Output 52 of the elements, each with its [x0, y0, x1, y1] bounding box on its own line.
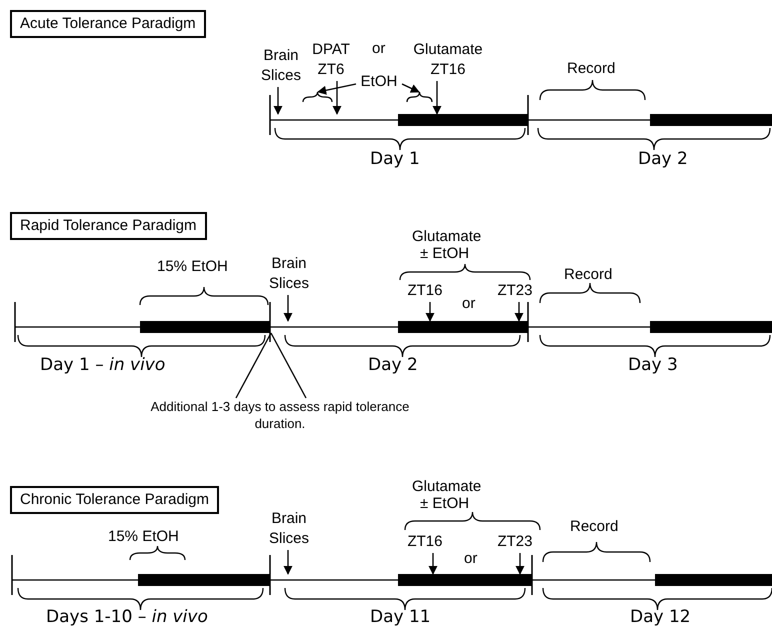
arrow — [332, 81, 342, 115]
alternative-label: or — [462, 295, 476, 313]
arrow — [514, 302, 524, 322]
leader-line — [270, 332, 307, 398]
timeline-bar — [12, 574, 772, 586]
arrow — [402, 83, 420, 93]
phase-label: ± EtOH — [420, 495, 470, 513]
event-label: Brain Slices — [258, 254, 320, 294]
day-label: Day 2 — [368, 356, 418, 374]
arrow — [428, 553, 438, 575]
paradigm-title-box: Acute Tolerance Paradigm — [10, 10, 206, 38]
event-label: Brain Slices — [258, 509, 320, 549]
paradigm-title-box: Rapid Tolerance Paradigm — [10, 212, 206, 240]
event-label: ZT16 — [400, 532, 450, 552]
day-label: Days 1-10 – in vivo — [46, 608, 208, 626]
event-label: Additional 1-3 days to assess rapid tolerance duration. — [150, 398, 410, 432]
curly-brace — [406, 91, 433, 102]
phase-label: Glutamate — [412, 478, 482, 496]
timepoint-label: DPAT ZT6 — [306, 40, 356, 80]
arrow — [432, 81, 442, 115]
day-label: Day 1 – in vivo — [40, 356, 166, 374]
phase-label: 15% EtOH — [108, 528, 179, 546]
leader-line — [235, 332, 272, 398]
day-label: Day 2 — [638, 150, 688, 168]
arrow — [273, 87, 283, 115]
arrow — [283, 550, 293, 575]
phase-label: Record — [570, 518, 618, 536]
arrow — [425, 302, 435, 322]
paradigm-title-box: Chronic Tolerance Paradigm — [10, 486, 219, 514]
phase-label: Glutamate — [412, 228, 482, 246]
event-label: ZT23 — [490, 281, 540, 301]
timeline-bar — [270, 114, 772, 126]
phase-label: ± EtOH — [420, 245, 470, 263]
timepoint-label: Glutamate ZT16 — [403, 40, 493, 80]
phase-label: 15% EtOH — [157, 258, 228, 276]
arrow — [515, 553, 525, 575]
alternative-label: or — [464, 550, 478, 568]
day-label: Day 3 — [628, 356, 678, 374]
arrow — [283, 295, 293, 322]
day-label: Day 11 — [370, 608, 431, 626]
phase-label: Record — [564, 266, 612, 284]
alternative-label: or — [372, 40, 386, 58]
curly-brace — [302, 91, 333, 102]
event-label: ZT23 — [490, 532, 540, 552]
day-label: Day 1 — [370, 150, 420, 168]
phase-label: Record — [567, 60, 616, 78]
arrow — [317, 83, 356, 95]
timeline-bar — [15, 321, 772, 333]
day-label: Day 12 — [630, 608, 691, 626]
event-label: ZT16 — [400, 281, 450, 301]
event-label: Brain Slices — [256, 46, 306, 86]
event-label: EtOH — [356, 72, 402, 92]
